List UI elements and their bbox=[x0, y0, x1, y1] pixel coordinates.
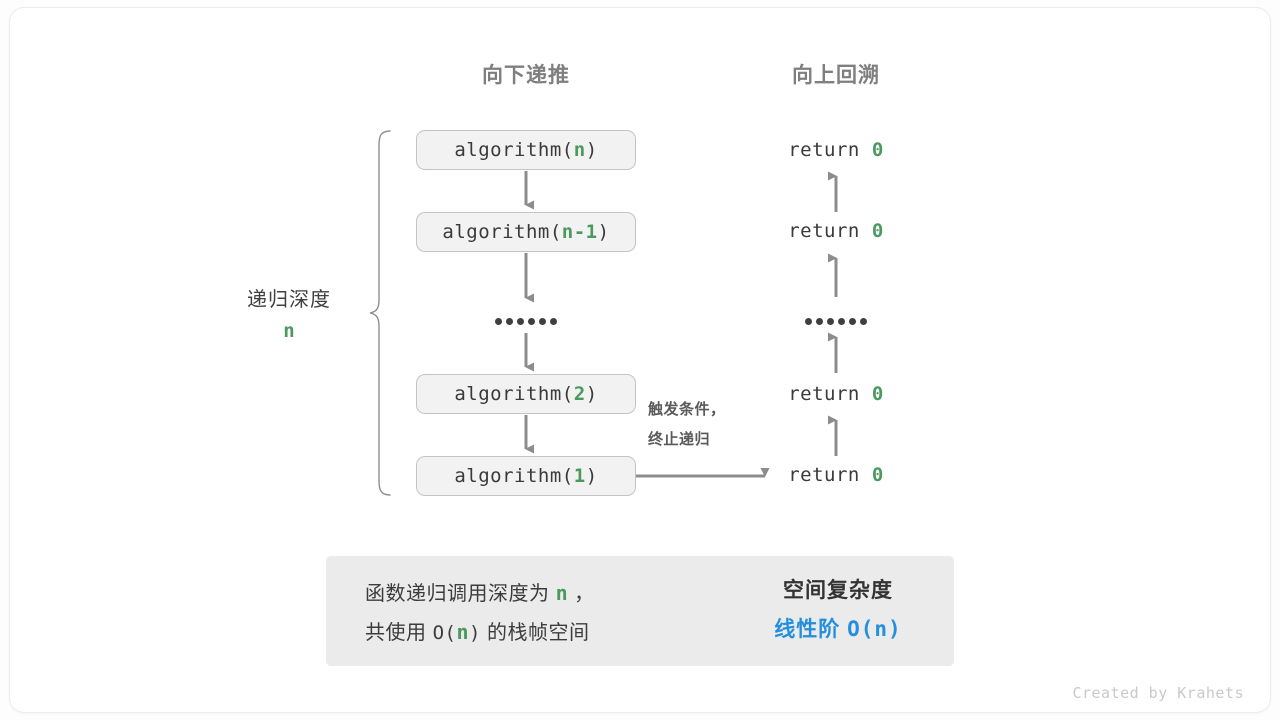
credit-text: Created by Krahets bbox=[1072, 684, 1244, 702]
summary-line-2-n: n bbox=[456, 620, 469, 644]
summary-panel bbox=[326, 556, 954, 666]
summary-line-2-text-a: 共使用 bbox=[365, 622, 433, 644]
summary-line-2-close: ) bbox=[469, 622, 481, 644]
call-box-n-minus-1[interactable]: algorithm(n-1) bbox=[416, 212, 636, 252]
call-box-2-fn: algorithm( bbox=[454, 383, 574, 405]
recursion-depth-value: n bbox=[283, 320, 295, 342]
column-heading-ascend: 向上回溯 bbox=[792, 64, 880, 87]
call-box-n-fn: algorithm( bbox=[454, 139, 574, 161]
return-label-3: return 0 bbox=[788, 383, 884, 405]
column-heading-descend: 向下递推 bbox=[482, 64, 570, 87]
space-complexity-title: 空间复杂度 bbox=[782, 579, 893, 602]
call-box-1[interactable]: algorithm(1) bbox=[416, 456, 636, 496]
summary-panel-result: 空间复杂度 线性阶 O(n) bbox=[774, 574, 901, 643]
return-value-3: 0 bbox=[871, 383, 884, 405]
summary-line-1-text-a: 函数递归调用深度为 bbox=[365, 583, 556, 605]
call-box-1-close: ) bbox=[585, 465, 598, 487]
call-box-n-minus-1-fn: algorithm( bbox=[442, 221, 562, 243]
summary-line-1-text-b: ， bbox=[568, 583, 595, 605]
ellipsis-descend bbox=[495, 318, 557, 325]
summary-line-1-n: n bbox=[555, 581, 569, 605]
recursion-depth-brace bbox=[369, 130, 391, 496]
base-case-note-line2: 终止递归 bbox=[648, 431, 711, 448]
call-box-1-arg: 1 bbox=[573, 465, 586, 487]
call-box-n-arg: n bbox=[573, 139, 586, 161]
call-box-2-close: ) bbox=[585, 383, 598, 405]
return-value-2: 0 bbox=[871, 220, 884, 242]
return-label-2: return 0 bbox=[788, 220, 884, 242]
base-case-note: 触发条件， 终止递归 bbox=[648, 395, 726, 455]
return-value-1: 0 bbox=[871, 139, 884, 161]
return-value-4: 0 bbox=[871, 464, 884, 486]
recursion-depth-text: 递归深度 bbox=[247, 289, 331, 311]
return-keyword-1: return bbox=[788, 139, 872, 161]
summary-line-2: 共使用 O(n) 的栈帧空间 bbox=[365, 613, 595, 652]
return-keyword-4: return bbox=[788, 464, 872, 486]
recursion-depth-label: 递归深度 n bbox=[247, 283, 331, 342]
call-box-2[interactable]: algorithm(2) bbox=[416, 374, 636, 414]
call-box-n-minus-1-close: ) bbox=[597, 221, 610, 243]
space-complexity-order-label: 线性阶 bbox=[774, 618, 848, 641]
space-complexity-value: 线性阶 O(n) bbox=[774, 613, 901, 643]
summary-line-1: 函数递归调用深度为 n ， bbox=[365, 574, 595, 613]
summary-line-2-big-o: O( bbox=[432, 622, 457, 644]
summary-line-2-text-b: 的栈帧空间 bbox=[480, 622, 590, 644]
call-box-n-minus-1-arg: n-1 bbox=[561, 221, 598, 243]
call-box-n-close: ) bbox=[585, 139, 598, 161]
return-label-4: return 0 bbox=[788, 464, 884, 486]
base-case-note-line1: 触发条件， bbox=[648, 401, 726, 418]
ellipsis-ascend bbox=[805, 318, 867, 325]
call-box-1-fn: algorithm( bbox=[454, 465, 574, 487]
summary-panel-description: 函数递归调用深度为 n ， 共使用 O(n) 的栈帧空间 bbox=[365, 574, 595, 652]
return-keyword-2: return bbox=[788, 220, 872, 242]
return-label-1: return 0 bbox=[788, 139, 884, 161]
call-box-2-arg: 2 bbox=[573, 383, 586, 405]
return-keyword-3: return bbox=[788, 383, 872, 405]
space-complexity-expression: O(n) bbox=[847, 617, 902, 641]
call-box-n[interactable]: algorithm(n) bbox=[416, 130, 636, 170]
